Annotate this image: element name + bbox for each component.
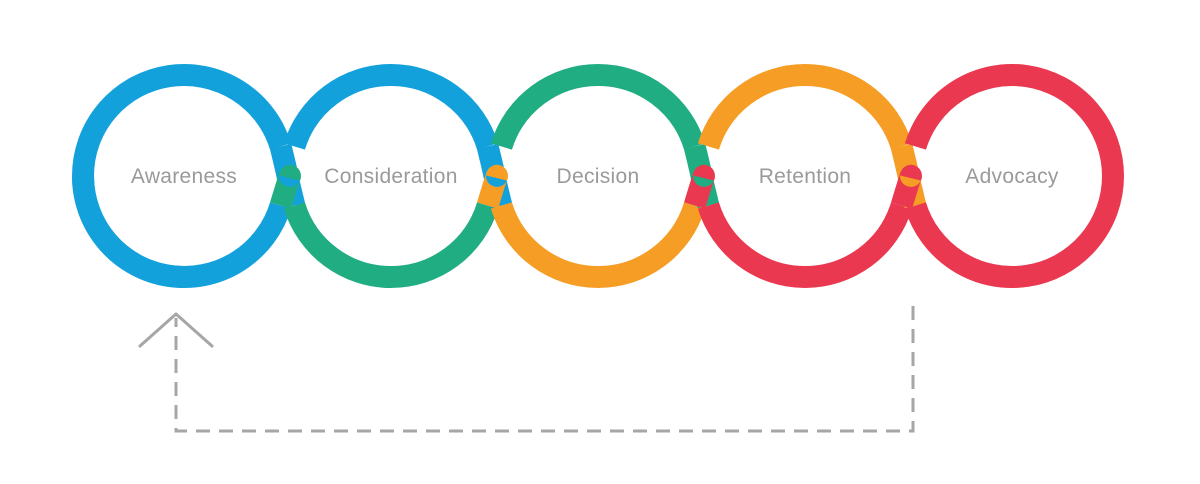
stage-label-awareness: Awareness [131, 165, 237, 188]
ring-top-arc [490, 64, 706, 150]
stage-rings [72, 64, 1124, 288]
ring-bottom-arc [904, 175, 1124, 288]
ring-advocacy [904, 64, 1124, 288]
stage-label-retention: Retention [759, 165, 852, 188]
stage-label-consideration: Consideration [324, 165, 457, 188]
ring-top-arc [283, 64, 499, 150]
ring-bottom-arc [697, 202, 913, 288]
arrow-up-icon [138, 312, 214, 348]
ring-bottom-arc-left [72, 175, 185, 288]
ring-bottom-arc [490, 202, 706, 288]
stage-label-decision: Decision [557, 165, 640, 188]
ring-top-arc [904, 64, 1124, 177]
dashed-loop-line [174, 306, 915, 433]
ring-bottom-arc [283, 202, 499, 288]
return-loop-arrow [138, 306, 915, 433]
ring-top-arc [697, 64, 913, 150]
stage-labels: Awareness Consideration Decision Retention A… [131, 165, 1059, 188]
ring-top-arc [72, 64, 292, 177]
stage-label-advocacy: Advocacy [965, 165, 1059, 188]
